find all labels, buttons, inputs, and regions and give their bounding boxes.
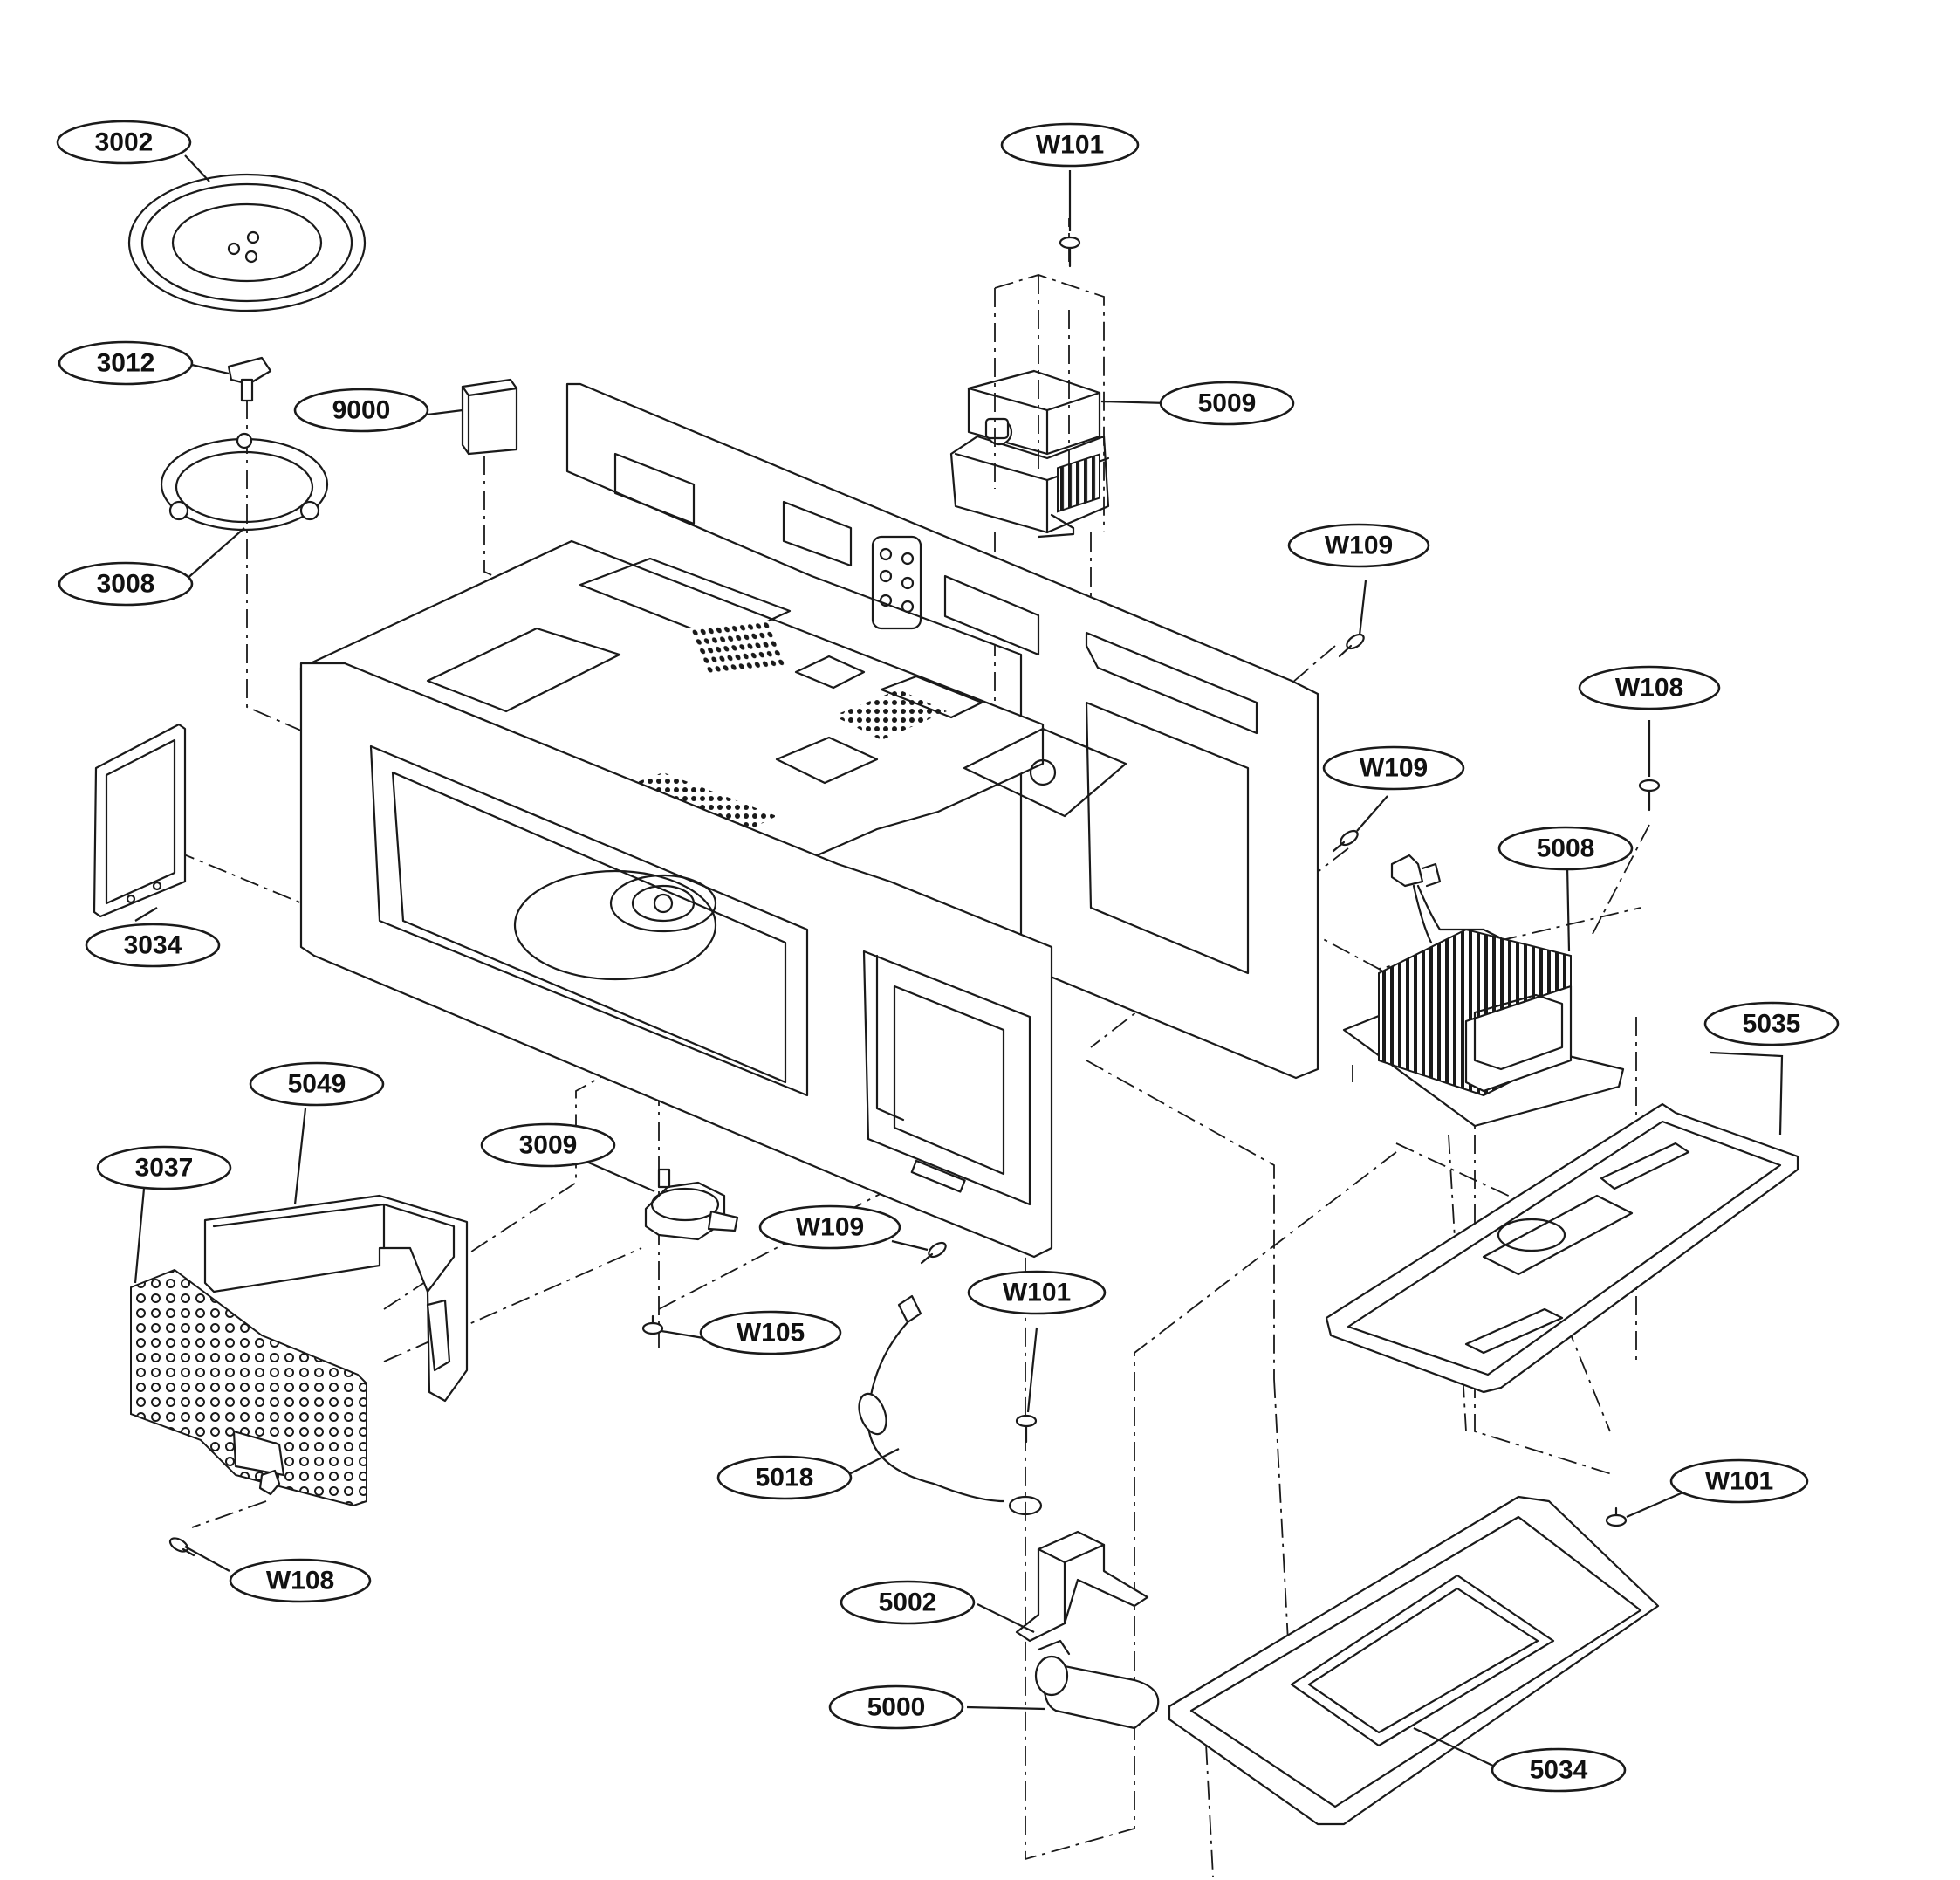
callout-5034: 5034: [1491, 1747, 1627, 1793]
callout-3009: 3009: [480, 1122, 616, 1168]
callout-5035: 5035: [1703, 1001, 1840, 1046]
base-plate: [1325, 1102, 1799, 1394]
screw-icon: [1338, 633, 1365, 658]
duct-bracket: [203, 1194, 469, 1403]
callout-label: 9000: [332, 396, 391, 425]
callout-label: W105: [737, 1319, 805, 1348]
magnetron: [949, 274, 1110, 539]
callout-label: 3008: [97, 570, 155, 599]
callout-label: 3037: [135, 1154, 194, 1183]
callout-label: 3034: [124, 931, 182, 960]
callout-w109-upper: W109: [1287, 523, 1430, 568]
screw-icon: [920, 1241, 947, 1265]
callout-label: 5049: [288, 1070, 346, 1099]
screw-icon: [1059, 236, 1081, 268]
callout-3012: 3012: [58, 340, 194, 386]
leader-lines: [134, 154, 1784, 1768]
callout-label: 5035: [1743, 1010, 1801, 1039]
screw-icon: [1332, 829, 1359, 853]
callouts: 3002 3012 9000 3008 3034 5049 3037 3009: [56, 120, 1840, 1793]
callout-w101-middle: W101: [967, 1270, 1107, 1315]
callout-w108-bottom-left: W108: [229, 1558, 372, 1603]
callout-label: 3002: [95, 128, 154, 157]
screw-icon: [1015, 1414, 1038, 1444]
callout-3034: 3034: [85, 923, 221, 968]
callout-label: 5009: [1198, 389, 1257, 418]
callout-label: 5002: [879, 1588, 937, 1617]
callout-w108-right: W108: [1578, 665, 1721, 710]
turntable-coupler: [227, 356, 272, 402]
capacitor: [1034, 1639, 1160, 1730]
turntable-motor: [644, 1168, 739, 1241]
bottom-plate: [1168, 1495, 1660, 1826]
callout-label: W109: [1325, 532, 1393, 560]
callout-w109-middle: W109: [1322, 745, 1465, 791]
roller-ring: [160, 432, 329, 532]
callout-label: W101: [1003, 1279, 1071, 1307]
callout-3037: 3037: [96, 1145, 232, 1190]
callout-label: 5034: [1530, 1756, 1588, 1785]
callout-label: W101: [1705, 1467, 1773, 1496]
ground-cable: [858, 1294, 1043, 1516]
callout-w109-lower: W109: [758, 1204, 901, 1250]
turntable-glass-tray: [127, 173, 367, 312]
callout-label: W108: [1615, 674, 1683, 703]
callout-5000: 5000: [828, 1684, 964, 1730]
callout-5008: 5008: [1497, 826, 1634, 871]
callout-label: W109: [1360, 754, 1428, 783]
callout-5002: 5002: [840, 1580, 976, 1625]
callout-label: 5008: [1537, 834, 1595, 863]
screw-icon: [1605, 1506, 1628, 1527]
callout-label: 3009: [519, 1131, 578, 1160]
transformer: [1342, 854, 1625, 1128]
callout-5018: 5018: [716, 1455, 853, 1500]
callout-w101-lower-right: W101: [1669, 1458, 1809, 1504]
screw-icon: [641, 1314, 664, 1335]
callout-w101-top: W101: [1000, 122, 1140, 168]
capacitor-bracket: [1015, 1530, 1149, 1643]
callout-3002: 3002: [56, 120, 192, 165]
oven-cavity-assembly: [299, 382, 1319, 1259]
control-bracket-panel: [130, 1268, 367, 1507]
component-box: [461, 378, 518, 456]
callout-label: 5000: [867, 1693, 926, 1722]
callout-label: W109: [796, 1213, 864, 1242]
callout-label: 5018: [756, 1464, 814, 1492]
callout-label: W108: [266, 1567, 334, 1595]
callout-label: W101: [1036, 131, 1104, 160]
callout-label: 3012: [97, 349, 155, 378]
cover-plate: [93, 723, 187, 918]
screw-icon: [1638, 779, 1661, 812]
screw-icon: [168, 1537, 195, 1557]
callout-9000: 9000: [293, 388, 429, 433]
callout-5049: 5049: [249, 1061, 385, 1107]
callout-5009: 5009: [1159, 381, 1295, 426]
callout-3008: 3008: [58, 561, 194, 607]
callout-w105: W105: [699, 1310, 842, 1355]
screw-icons: [168, 236, 1661, 1557]
